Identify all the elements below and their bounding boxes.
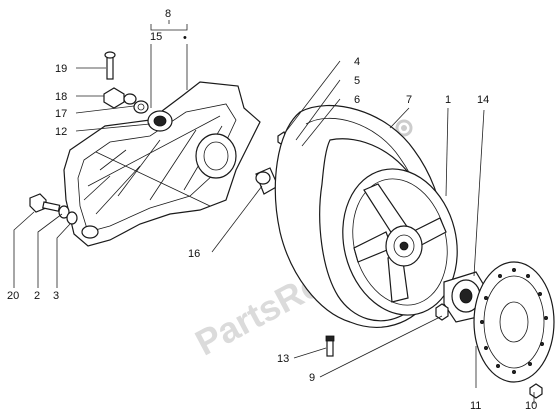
nut-18 [103,87,137,109]
callout-14: 14 [477,94,489,106]
callout-5: 5 [354,75,360,87]
callout-6: 6 [354,94,360,106]
callout-19: 19 [55,63,67,75]
callout-12: 12 [55,126,67,138]
callout-11: 11 [470,400,481,412]
callout-8: 8 [165,8,171,20]
bearing-12 [147,110,173,132]
callout-20: 20 [7,290,19,302]
callout-2: 2 [34,290,40,302]
washer-3 [66,211,78,225]
bolt-19 [104,51,116,80]
spacer-16 [255,167,279,195]
bolt-20 [29,193,61,213]
callout-9: 9 [309,372,315,384]
callout-3: 3 [53,290,59,302]
callout-13: 13 [277,353,289,365]
swing-arm-bracket [63,81,261,247]
spacer-17 [133,100,149,114]
rim-1 [342,168,458,316]
leader-lines [13,20,535,404]
callout-18: 18 [55,91,67,103]
callout-1: 1 [445,94,451,106]
brake-disc-11 [473,261,555,383]
callout-7: 7 [406,94,412,106]
washer-2 [58,205,70,219]
callout-16: 16 [188,248,200,260]
callout-4: 4 [354,56,360,68]
nut-9 [435,303,449,321]
valve-13 [325,335,335,357]
screw-10 [529,383,543,399]
callout-labels: 8 15 • 19 18 17 12 20 2 3 4 5 6 7 1 14 1… [7,8,537,412]
callout-15: 15 [150,31,162,43]
callout-17: 17 [55,108,67,120]
callout-10: 10 [525,400,537,412]
watermark-gear-icon [395,119,413,137]
callout-dot: • [183,32,187,44]
